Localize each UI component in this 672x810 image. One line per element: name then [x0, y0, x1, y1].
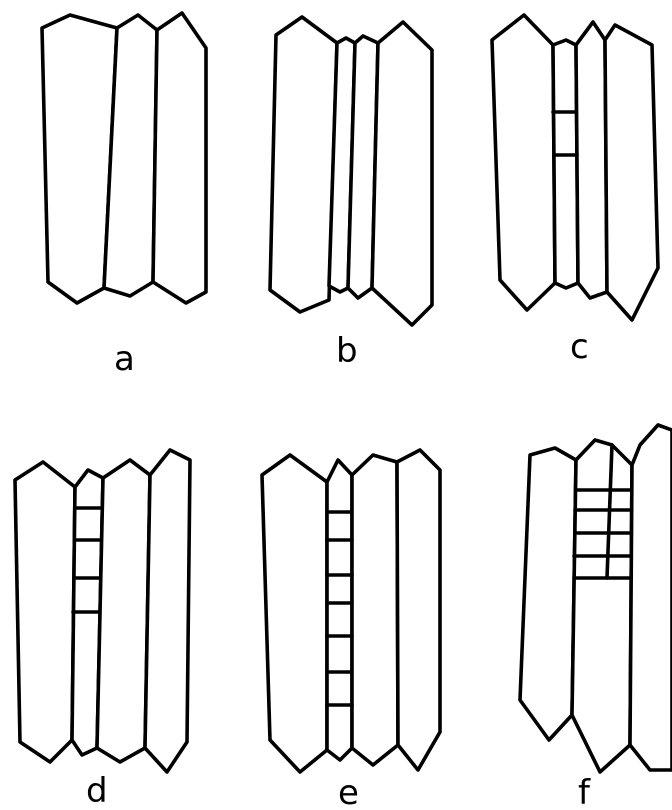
cell-left	[520, 448, 576, 740]
cell-left	[492, 15, 555, 310]
cell-left	[270, 17, 337, 312]
cell-right	[372, 22, 432, 325]
panel-d: d	[15, 450, 190, 810]
panel-label-f: f	[578, 773, 591, 810]
panel-c: c	[492, 15, 658, 367]
dividing-cell	[553, 40, 578, 288]
cell-right	[145, 450, 190, 772]
cell-center	[352, 455, 398, 765]
cell-left	[15, 462, 75, 762]
cell-center	[576, 22, 607, 298]
panel-f: f	[520, 425, 672, 810]
cell-center	[97, 460, 150, 762]
panel-label-d: d	[86, 771, 108, 810]
cell-right	[630, 425, 672, 770]
dividing-cell	[327, 460, 352, 760]
panel-e: e	[262, 450, 440, 810]
cell-right	[153, 13, 206, 303]
panel-label-c: c	[570, 327, 589, 367]
cell-right	[397, 450, 440, 770]
panel-label-b: b	[336, 331, 358, 371]
panel-label-e: e	[338, 773, 359, 810]
panel-label-a: a	[114, 339, 135, 379]
cell-left	[262, 455, 327, 772]
panel-b: b	[270, 17, 432, 371]
cell-right	[605, 25, 658, 320]
panel-a: a	[42, 13, 206, 379]
